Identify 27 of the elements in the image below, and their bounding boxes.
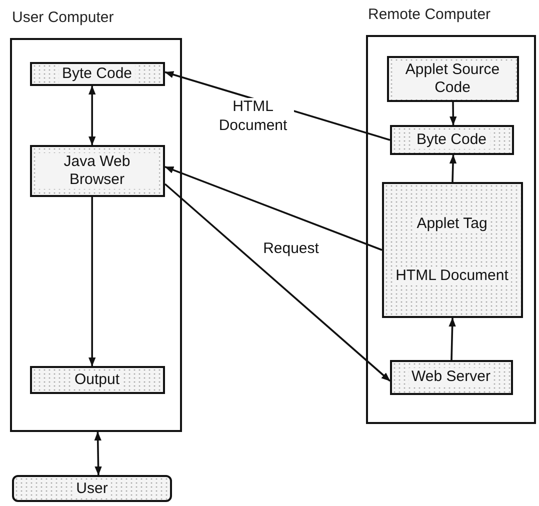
node-text: Byte Code (413, 130, 490, 148)
arrow (88, 86, 96, 146)
node-text: Java Web Browser (36, 152, 158, 188)
arrow (164, 183, 391, 382)
arrow (94, 432, 102, 476)
frame-heading: User Computer (12, 9, 114, 26)
process-box (30, 62, 164, 86)
process-box (390, 124, 514, 154)
process-box (382, 182, 522, 318)
frame-heading: Remote Computer (368, 6, 491, 23)
node-text: Applet Source Code (392, 60, 512, 96)
node-text: Applet Tag (414, 214, 490, 232)
node-text: User (73, 480, 111, 498)
arrow (449, 154, 457, 182)
node-text: HTML Document (392, 266, 512, 284)
actor-box (12, 475, 172, 502)
process-box (30, 366, 164, 394)
arrow (448, 318, 456, 360)
process-box (30, 144, 164, 196)
arrow (88, 197, 96, 366)
node-text: Byte Code (58, 64, 136, 82)
arrow (164, 166, 382, 251)
process-box (390, 360, 512, 394)
node-text: Output (71, 370, 123, 388)
process-box (386, 56, 518, 102)
arrow (450, 102, 457, 126)
node-text: Web Server (408, 368, 494, 386)
